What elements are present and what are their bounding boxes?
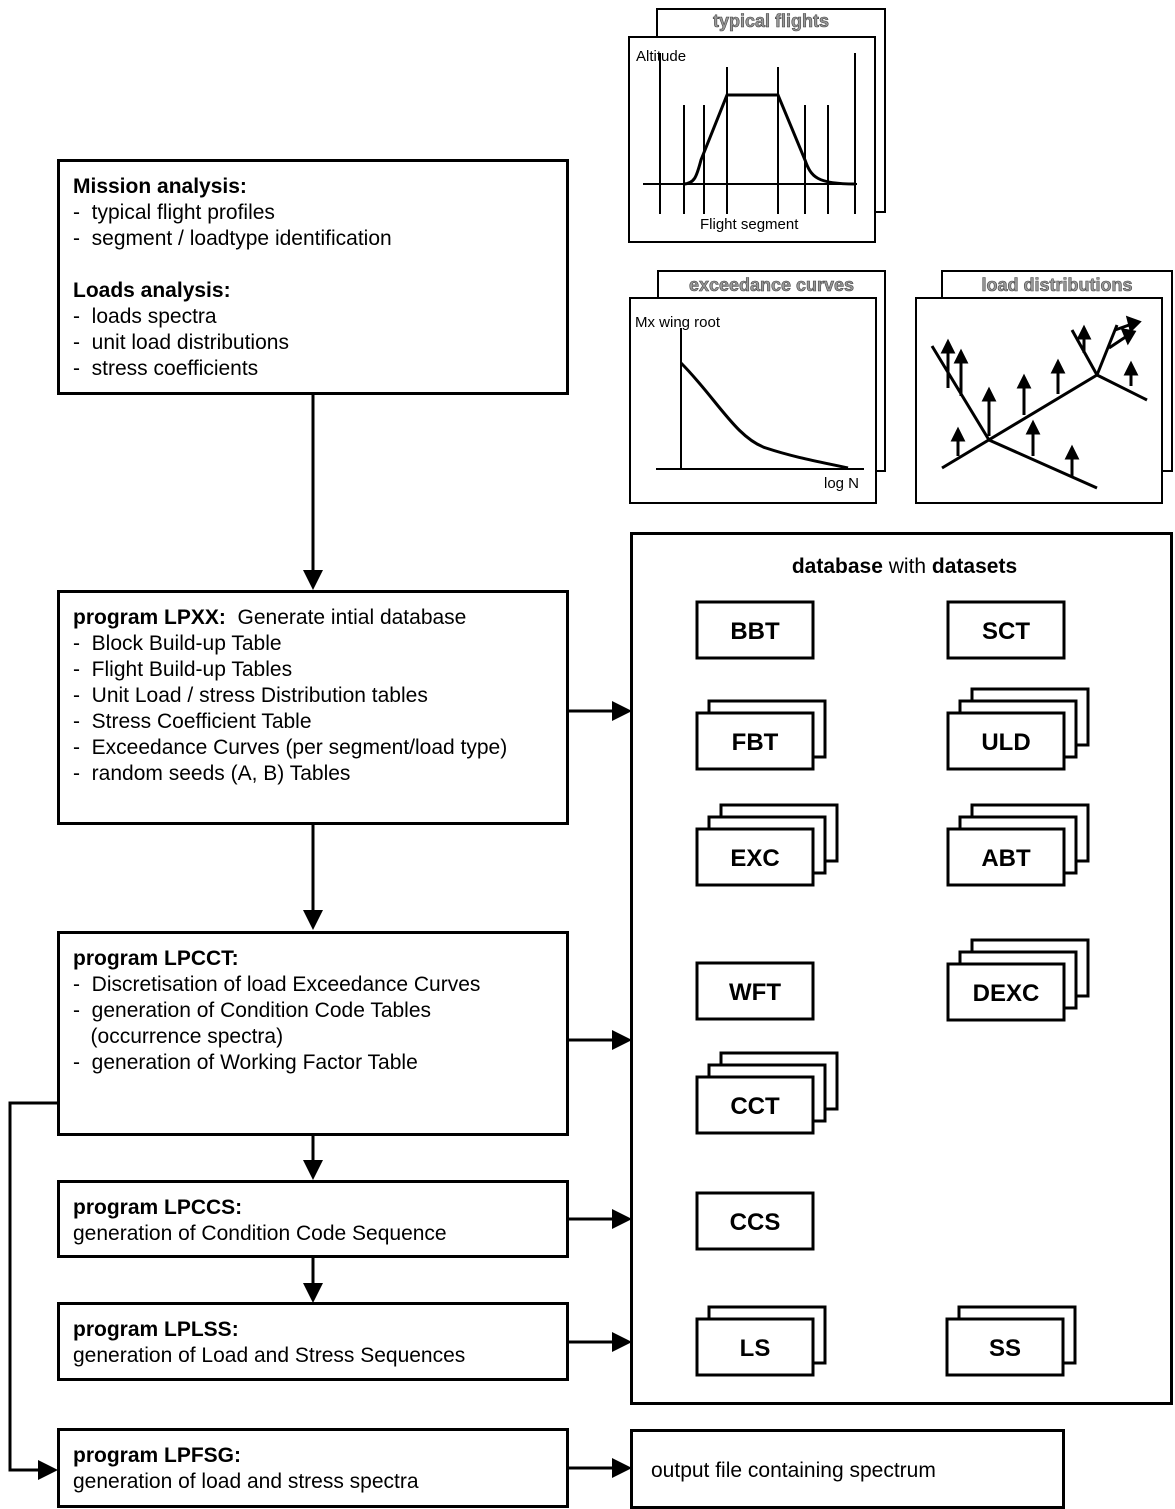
dataset-label: EXC: [730, 845, 779, 872]
dataset-cct: CCT: [695, 1051, 839, 1135]
mission-analysis-box: Mission analysis: - typical flight profi…: [57, 159, 569, 395]
log-n-label: log N: [824, 475, 860, 492]
typical-flights-thumbnail: [628, 8, 886, 243]
output-text: output file containing spectrum: [651, 1459, 936, 1482]
list-item: - Block Build-up Table: [73, 632, 282, 655]
mx-wing-root-label: Mx wing root: [635, 314, 721, 331]
dataset-bbt: BBT: [695, 600, 815, 660]
dataset-label: FBT: [732, 729, 779, 756]
list-item: - Exceedance Curves (per segment/load ty…: [73, 736, 508, 759]
dataset-label: CCT: [730, 1093, 780, 1120]
altitude-label: Altitude: [636, 48, 687, 65]
dataset-fbt: FBT: [695, 699, 827, 771]
dataset-ss: SS: [945, 1305, 1077, 1377]
flight-segment-label: Flight segment: [700, 216, 799, 233]
exceedance-curves-title: exceedance curves: [688, 275, 855, 296]
program-name: program LPCCS:: [73, 1196, 243, 1219]
program-desc: generation of Load and Stress Sequences: [73, 1344, 466, 1367]
dataset-label: WFT: [729, 979, 781, 1006]
dataset-wft: WFT: [695, 961, 815, 1021]
mission-item: - typical flight profiles: [73, 201, 275, 224]
dataset-uld: ULD: [946, 687, 1090, 771]
loads-item: - stress coefficients: [73, 357, 259, 380]
list-item: - Unit Load / stress Distribution tables: [73, 684, 428, 707]
load-distributions-thumbnail: [915, 270, 1173, 504]
loads-item: - loads spectra: [73, 305, 217, 328]
program-lpcct-box: program LPCCT: - Discretisation of load …: [57, 931, 569, 1136]
program-lplss-box: program LPLSS: generation of Load and St…: [57, 1302, 569, 1381]
list-item: - Discretisation of load Exceedance Curv…: [73, 973, 481, 996]
dataset-sct: SCT: [946, 600, 1066, 660]
exceedance-curves-thumbnail: [629, 270, 886, 504]
dataset-label: BBT: [730, 618, 780, 645]
dataset-label: ABT: [981, 845, 1031, 872]
dataset-label: DEXC: [973, 980, 1040, 1007]
list-item: - Flight Build-up Tables: [73, 658, 293, 681]
list-item: - Stress Coefficient Table: [73, 710, 312, 733]
typical-flights-title: typical flights: [712, 11, 830, 32]
program-name: program LPCCT:: [73, 947, 239, 970]
program-desc: generation of Condition Code Sequence: [73, 1222, 447, 1245]
load-distributions-title: load distributions: [981, 275, 1133, 296]
dataset-label: ULD: [981, 729, 1030, 756]
dataset-label: SS: [989, 1335, 1021, 1362]
loads-item: - unit load distributions: [73, 331, 289, 354]
list-item: (occurrence spectra): [90, 1025, 284, 1048]
dataset-label: LS: [740, 1335, 771, 1362]
program-lpxx-box: program LPXX: Generate intial database -…: [57, 590, 569, 825]
dataset-ls: LS: [695, 1305, 827, 1377]
loads-heading: Loads analysis:: [73, 279, 231, 302]
dataset-exc: EXC: [695, 803, 839, 887]
program-lpfsg-box: program LPFSG: generation of load and st…: [57, 1428, 569, 1508]
program-name: program LPFSG:: [73, 1444, 242, 1467]
dataset-dexc: DEXC: [946, 938, 1090, 1022]
program-desc: generation of load and stress spectra: [73, 1470, 419, 1493]
list-item: - random seeds (A, B) Tables: [73, 762, 351, 785]
mission-heading: Mission analysis:: [73, 175, 247, 198]
program-name: program LPXX:: [73, 606, 226, 629]
dataset-label: SCT: [982, 618, 1030, 645]
list-item: - generation of Working Factor Table: [73, 1051, 418, 1074]
mission-item: - segment / loadtype identification: [73, 227, 392, 250]
dataset-label: CCS: [730, 1209, 781, 1236]
list-item: - generation of Condition Code Tables: [73, 999, 432, 1022]
program-lpccs-box: program LPCCS: generation of Condition C…: [57, 1180, 569, 1258]
program-desc: Generate intial database: [237, 606, 467, 629]
dataset-abt: ABT: [946, 803, 1090, 887]
database-title: database with datasets: [791, 555, 1018, 578]
arrow-lpcct-to-lpfsg: [8, 1101, 58, 1472]
dataset-ccs: CCS: [695, 1191, 815, 1251]
program-name: program LPLSS:: [73, 1318, 239, 1341]
